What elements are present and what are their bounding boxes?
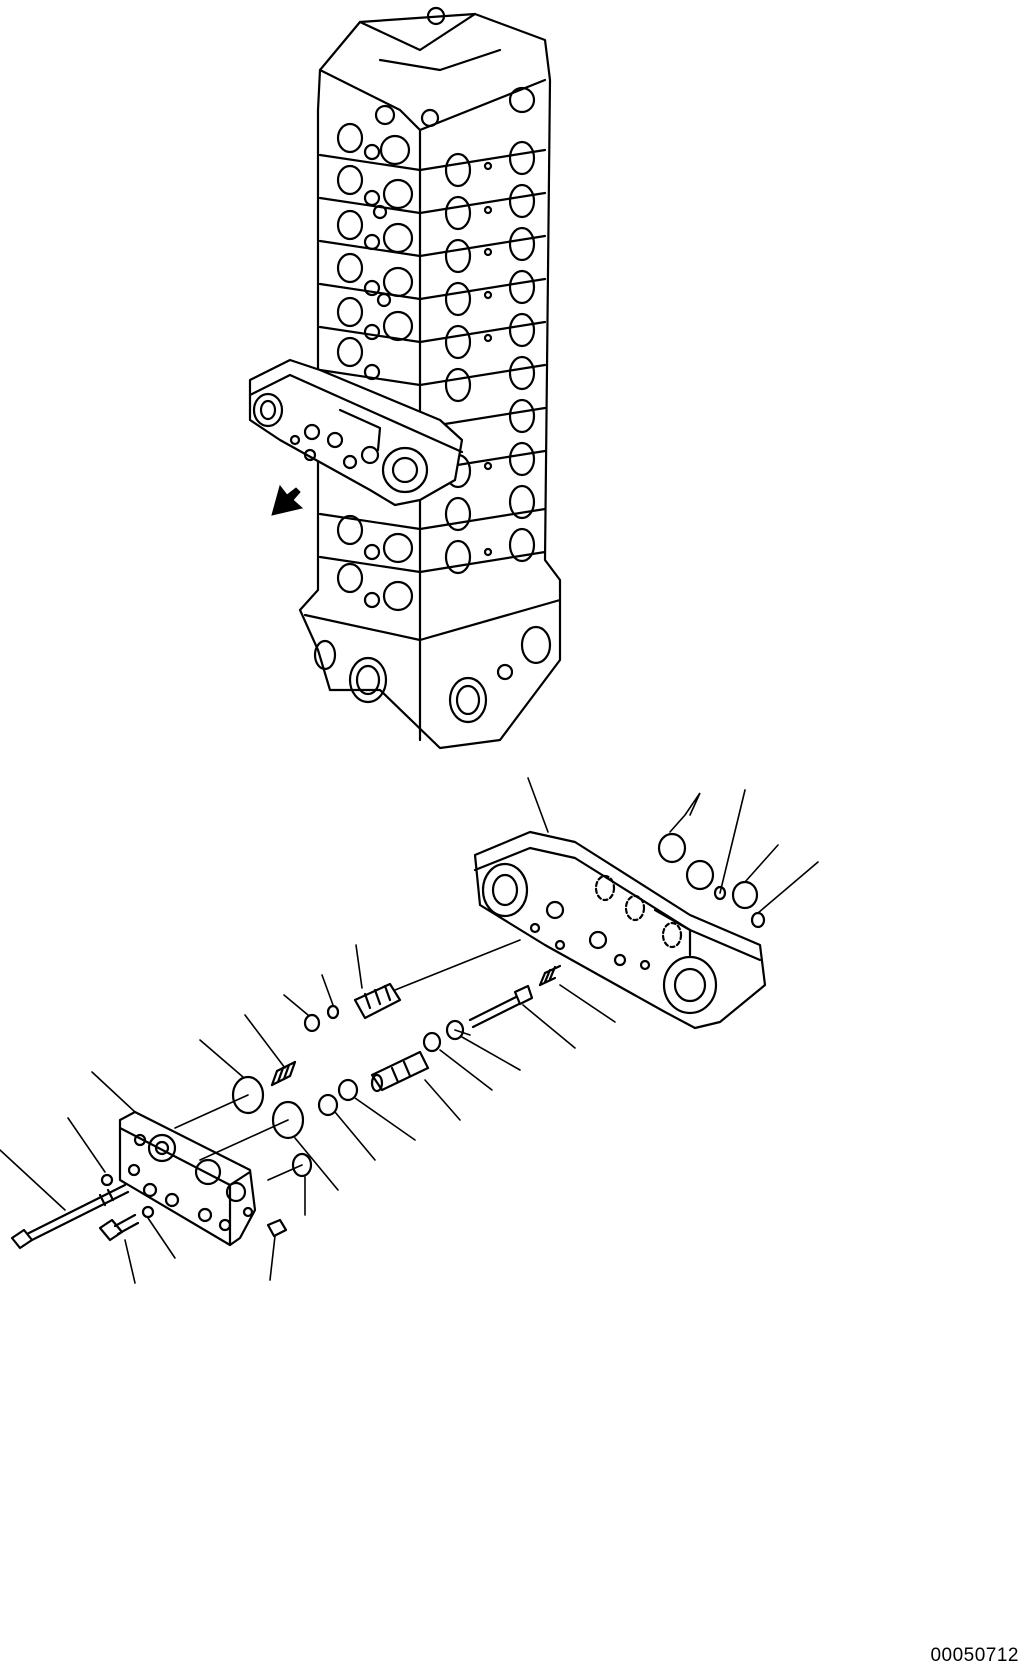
long-bolt	[10, 1183, 130, 1250]
small-plug	[266, 1218, 288, 1238]
indicator-arrow-icon	[271, 484, 304, 516]
seal-parts	[231, 964, 562, 1178]
adjusting-screw	[468, 984, 534, 1029]
control-valve-assembly	[248, 6, 562, 750]
right-seals	[657, 832, 766, 929]
valve-cover	[118, 1110, 257, 1247]
assembly-guide-lines	[174, 939, 521, 1181]
left-face-ports	[336, 122, 414, 612]
washer-a	[100, 1173, 114, 1187]
highlighted-section	[248, 358, 464, 507]
drawing-id-code: 00050712	[930, 1645, 1019, 1666]
short-bolt	[98, 1213, 140, 1242]
right-face-ports	[444, 140, 536, 575]
exploded-view	[0, 777, 819, 1284]
valve-body	[473, 830, 767, 1030]
callout-leaders	[0, 777, 819, 1284]
washer-b	[141, 1205, 155, 1219]
poppet-valve	[370, 1050, 430, 1093]
valve-base	[303, 598, 562, 724]
spool-valve	[353, 982, 402, 1020]
